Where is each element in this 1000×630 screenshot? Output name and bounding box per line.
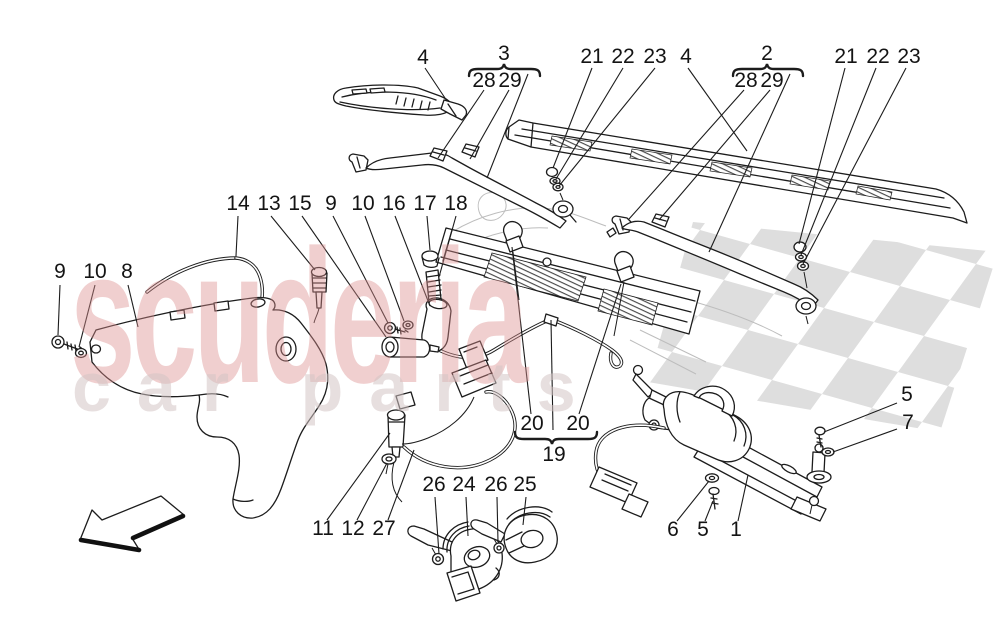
callout-28-right: 28 (734, 69, 757, 92)
direction-arrow (78, 495, 186, 553)
callout-3-arm-left: 3 (498, 42, 510, 65)
horn-right (470, 506, 558, 564)
reservoir-screw-mid (383, 321, 409, 335)
callout-20-nozzle-left: 20 (520, 412, 543, 435)
callout-4-blade-right: 4 (680, 45, 692, 68)
callout-22-left: 22 (611, 45, 634, 68)
callout-11-pump-lower: 11 (312, 517, 334, 540)
callout-9-screw-left: 9 (54, 260, 66, 283)
callout-17-cap: 17 (413, 192, 436, 215)
callout-25-horn-right: 25 (513, 473, 536, 496)
callout-2-arm-right: 2 (761, 42, 773, 65)
motor-screw-upper (814, 426, 826, 448)
callout-23-left: 23 (643, 45, 666, 68)
lower-washer-pump (386, 409, 406, 458)
callout-10-washer-left: 10 (83, 260, 106, 283)
callout-26-screw-right: 26 (484, 473, 507, 496)
cowl-grille-left (483, 252, 587, 302)
callout-10-washer-mid: 10 (351, 192, 374, 215)
washer-pump (381, 336, 440, 358)
callout-9-screw-mid: 9 (325, 192, 337, 215)
filler-neck (421, 297, 452, 353)
callout-7-washer: 7 (902, 411, 914, 434)
wiper-blade-left (332, 84, 468, 121)
leader-lines (57, 67, 907, 555)
wiper-arm-left (348, 143, 577, 229)
callout-28-left: 28 (472, 69, 495, 92)
washer-nozzle-right (613, 250, 635, 337)
callout-21-left: 21 (580, 45, 603, 68)
wiper-arm-right (606, 213, 819, 325)
wiper-pivot-hardware-left (545, 166, 564, 201)
cowl-grille-right (597, 288, 659, 326)
reservoir-washer-mid (402, 320, 414, 330)
callout-16-neck: 16 (382, 192, 405, 215)
callout-20-nozzle-right: 20 (566, 412, 589, 435)
callout-18-strainer: 18 (444, 192, 467, 215)
callout-4-blade-left: 4 (417, 46, 429, 69)
washer-reservoir (89, 296, 329, 519)
reservoir-washer-left (74, 347, 88, 359)
callout-27-harness: 27 (372, 517, 395, 540)
callout-1-motor: 1 (730, 518, 742, 541)
washer-nozzle-left (502, 220, 524, 301)
callout-21-right: 21 (834, 45, 857, 68)
pump-grommet (381, 453, 397, 475)
wiper-motor-linkage (589, 364, 832, 522)
callout-8-reservoir: 8 (121, 260, 133, 283)
motor-washer-lower (704, 473, 720, 483)
callout-22-right: 22 (866, 45, 889, 68)
motor-washer-upper (821, 447, 835, 457)
callout-5-screw-lower: 5 (697, 518, 709, 541)
callout-26-screw-left: 26 (422, 473, 445, 496)
callout-29-right: 29 (760, 69, 783, 92)
callout-6-washer: 6 (667, 518, 679, 541)
wiper-blade-right (505, 119, 968, 224)
washer-hoses (145, 256, 624, 369)
filler-cap (421, 250, 440, 269)
level-sensor-pump (310, 266, 328, 324)
checkered-flag-watermark (648, 222, 998, 432)
callout-29-left: 29 (498, 69, 521, 92)
group-brackets (467, 63, 805, 445)
motor-screw-lower (708, 486, 720, 510)
callout-23-right: 23 (897, 45, 920, 68)
callout-19-nozzle-kit: 19 (542, 443, 565, 466)
callout-15-pump: 15 (288, 192, 311, 215)
callout-12-grommet: 12 (341, 517, 364, 540)
strainer-filter (425, 269, 442, 303)
callout-14-hose: 14 (226, 192, 250, 215)
cowl-panel (435, 227, 701, 335)
callout-5-screw-upper: 5 (901, 383, 913, 406)
harness-and-connectors (391, 340, 517, 503)
callout-13-pump: 13 (257, 192, 280, 215)
callout-labels: 4 3 28 29 21 22 23 4 2 28 29 21 22 23 14… (54, 42, 921, 541)
callout-24-horn-left: 24 (452, 473, 476, 496)
